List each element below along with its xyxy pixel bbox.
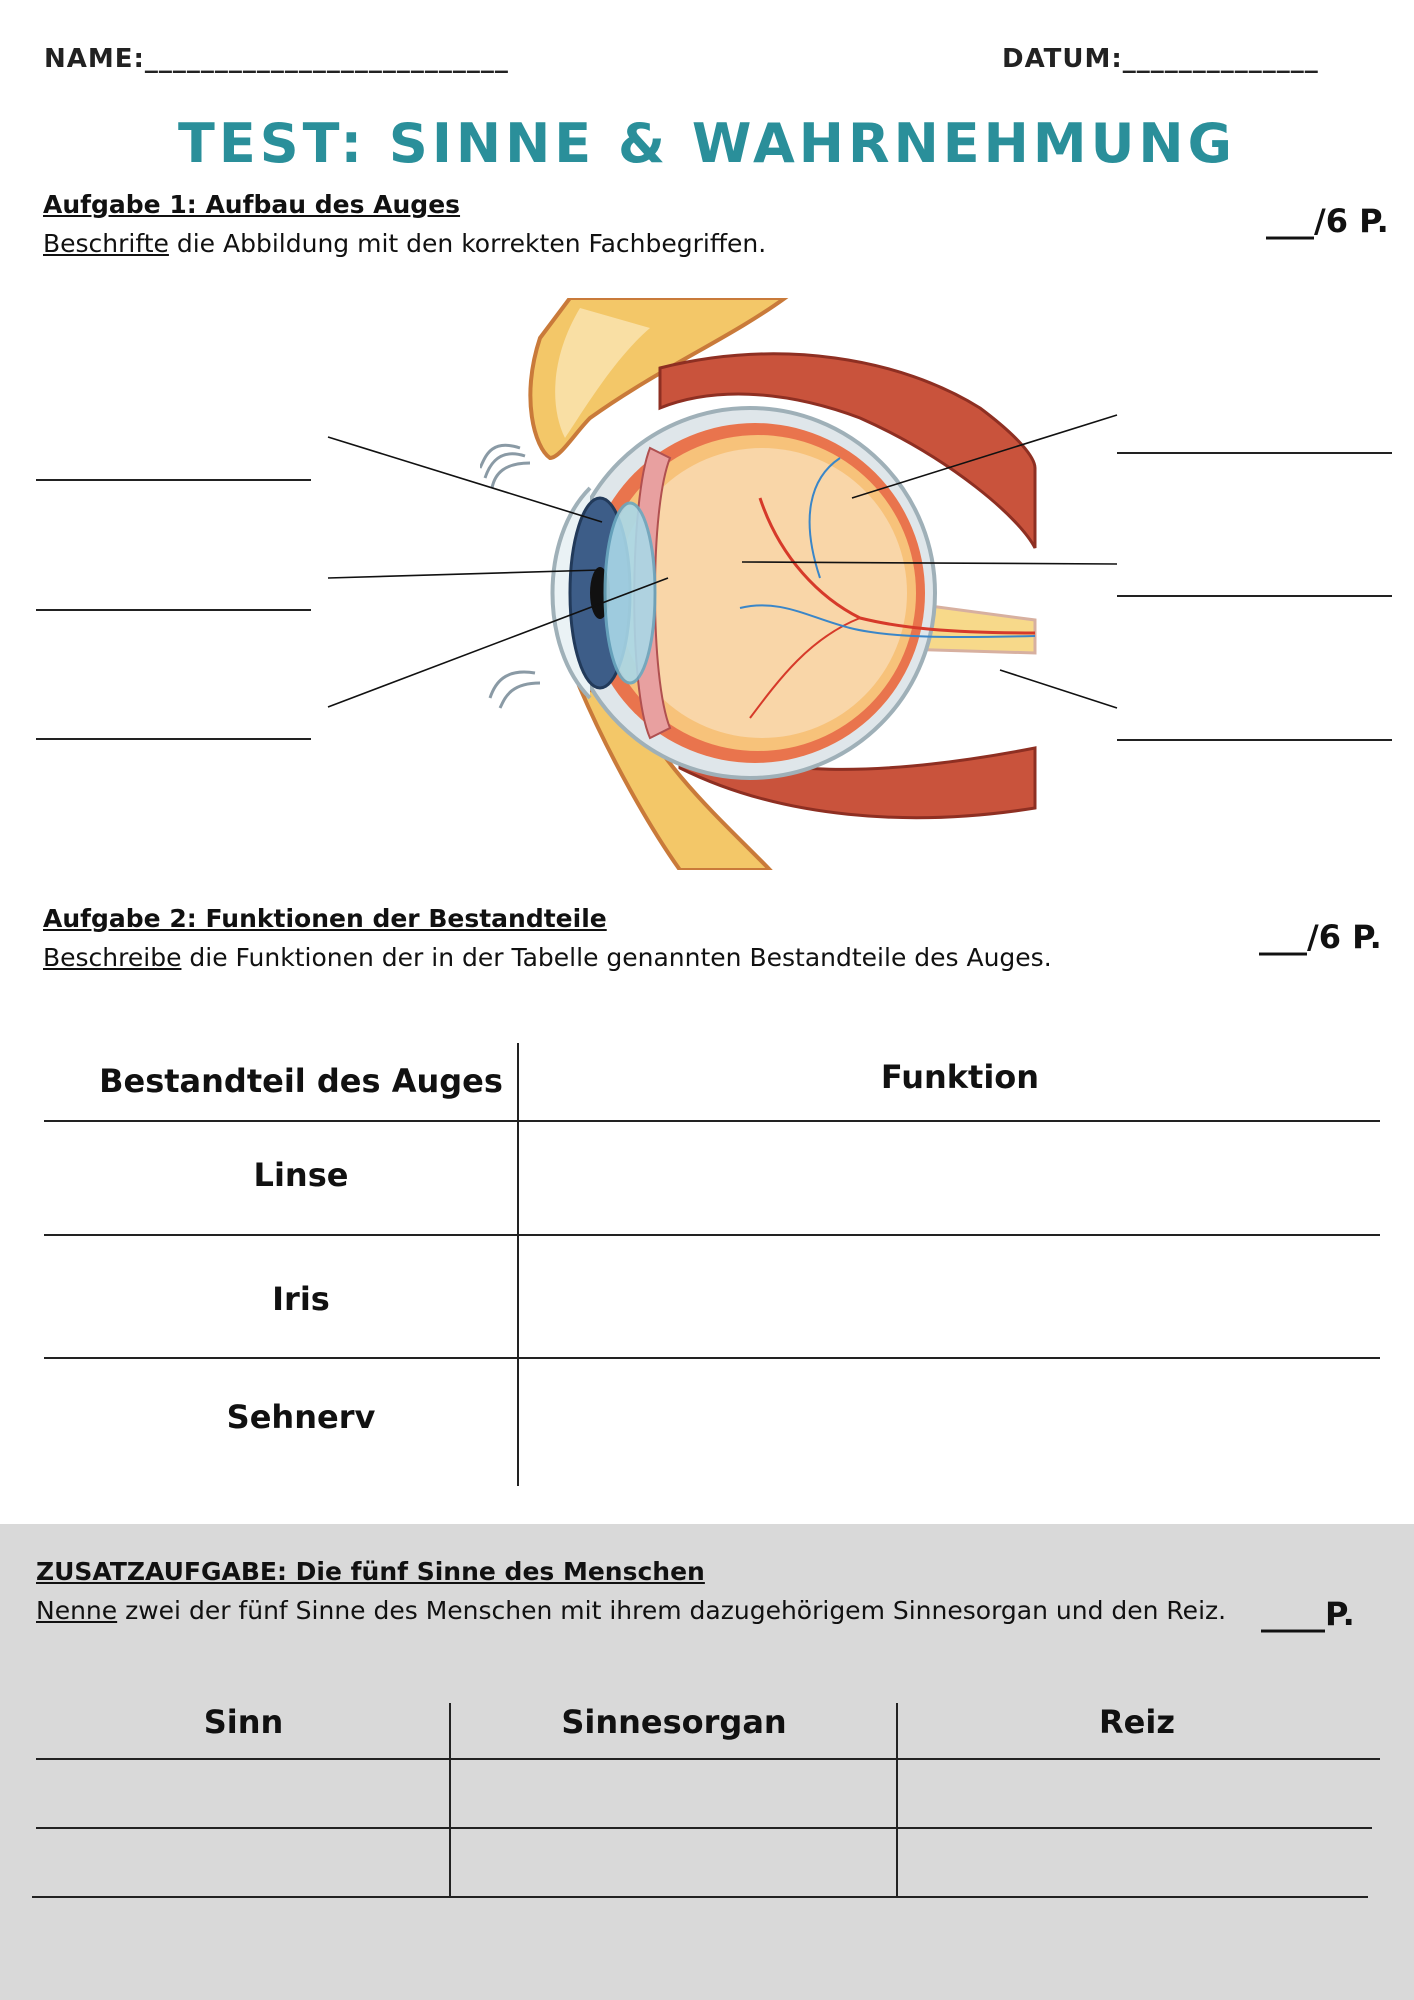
task1-instruction: Beschrifte die Abbildung mit den korrekt…	[43, 229, 766, 258]
table2-rule	[36, 1827, 1372, 1829]
label-blank-right-2[interactable]	[1117, 595, 1392, 597]
pointer-line-4	[851, 414, 1118, 499]
label-blank-right-1[interactable]	[1117, 452, 1392, 454]
label-blank-left-2[interactable]	[36, 609, 311, 611]
table1-row-optic-nerve: Sehnerv	[226, 1398, 376, 1436]
task1-points[interactable]: ___/6 P.	[1266, 202, 1389, 240]
extra-heading: ZUSATZAUFGABE: Die fünf Sinne des Mensch…	[36, 1557, 705, 1586]
table1-header-component: Bestandteil des Auges	[99, 1062, 503, 1100]
table2-header-organ: Sinnesorgan	[561, 1703, 787, 1741]
function-answer-optic-nerve[interactable]	[522, 1361, 1380, 1481]
extra-points[interactable]: ____P.	[1261, 1595, 1355, 1633]
label-pointers	[327, 414, 1118, 709]
label-blank-right-3[interactable]	[1117, 739, 1392, 741]
answer-organ-1[interactable]	[453, 1762, 894, 1824]
table2-divider	[896, 1703, 898, 1896]
table1-rule	[44, 1234, 1380, 1236]
task2-instruction: Beschreibe die Funktionen der in der Tab…	[43, 943, 1052, 972]
table1-rule	[44, 1120, 1380, 1122]
date-field[interactable]: DATUM:______________	[1002, 44, 1319, 74]
task2-heading: Aufgabe 2: Funktionen der Bestandteile	[43, 904, 607, 933]
label-blank-left-1[interactable]	[36, 479, 311, 481]
label-blank-left-3[interactable]	[36, 738, 311, 740]
blood-vessel	[758, 497, 1036, 635]
answer-stimulus-1[interactable]	[900, 1762, 1376, 1824]
task2-verb: Beschreibe	[43, 943, 182, 972]
answer-stimulus-2[interactable]	[900, 1831, 1376, 1893]
table1-row-lens: Linse	[253, 1156, 349, 1194]
function-answer-lens[interactable]	[522, 1124, 1380, 1230]
function-answer-iris[interactable]	[522, 1238, 1380, 1353]
task1-heading: Aufgabe 1: Aufbau des Auges	[43, 190, 461, 219]
extra-instruction-text: zwei der fünf Sinne des Menschen mit ihr…	[117, 1596, 1227, 1625]
extra-instruction: Nenne zwei der fünf Sinne des Menschen m…	[36, 1596, 1226, 1625]
table1-rule	[44, 1357, 1380, 1359]
vitreous-body	[617, 448, 907, 738]
pointer-line-5	[741, 561, 1118, 565]
name-field[interactable]: NAME:__________________________	[44, 44, 509, 74]
task2-points[interactable]: ___/6 P.	[1259, 918, 1382, 956]
extra-task-section	[0, 1524, 1414, 2000]
pointer-line-1	[327, 436, 603, 523]
pointer-line-6	[999, 669, 1118, 709]
eye-diagram	[480, 298, 1037, 870]
upper-muscle	[658, 352, 1037, 549]
page-title: TEST: SINNE & WAHRNEHMUNG	[178, 112, 1236, 175]
task1-verb: Beschrifte	[43, 229, 169, 258]
answer-sense-2[interactable]	[38, 1831, 447, 1893]
table2-header-stimulus: Reiz	[1099, 1703, 1175, 1741]
answer-organ-2[interactable]	[453, 1831, 894, 1893]
table1-header-function: Funktion	[880, 1058, 1040, 1096]
table2-rule	[36, 1758, 1380, 1760]
pointer-line-2	[327, 569, 601, 579]
task2-instruction-text: die Funktionen der in der Tabelle genann…	[181, 943, 1052, 972]
eyelashes-upper	[480, 444, 531, 489]
eyelashes-lower	[488, 670, 541, 709]
table1-row-iris: Iris	[272, 1280, 330, 1318]
task1-instruction-text: die Abbildung mit den korrekten Fachbegr…	[168, 229, 767, 258]
extra-verb: Nenne	[36, 1596, 118, 1625]
pointer-line-3	[327, 577, 669, 708]
table2-header-sense: Sinn	[203, 1703, 284, 1741]
answer-sense-1[interactable]	[38, 1762, 447, 1824]
table2-rule	[32, 1896, 1368, 1898]
table2-divider	[449, 1703, 451, 1896]
table1-divider	[517, 1043, 519, 1486]
